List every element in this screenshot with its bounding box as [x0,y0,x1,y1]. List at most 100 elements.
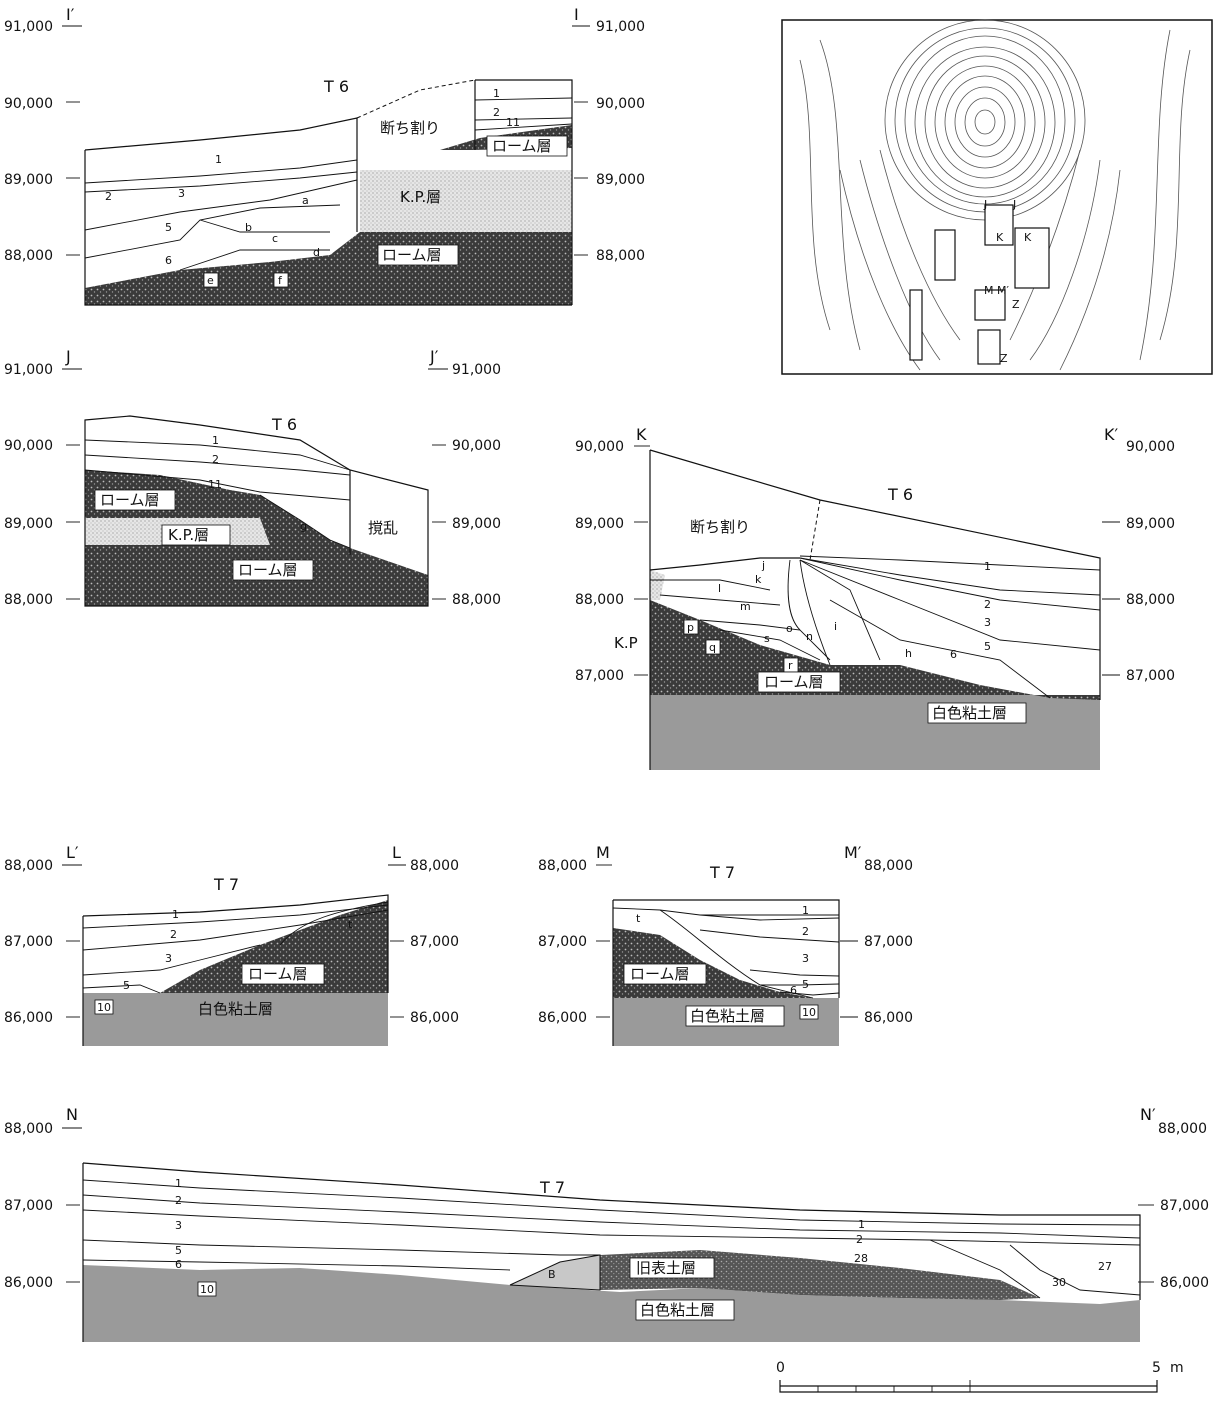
section-letter: N′ [1140,1105,1156,1124]
layer-label: r [788,659,793,672]
elev-label: 88,000 [4,248,53,264]
layer-label: m [740,600,751,613]
elev-label: 91,000 [596,19,645,35]
elev-label: 91,000 [4,19,53,35]
elev-label: 87,000 [538,934,587,950]
scale-end: 5 [1152,1360,1161,1376]
section-k: 90,000 89,000 88,000 87,000 90,000 89,00… [575,425,1175,770]
layer-label: 2 [212,453,219,466]
elev-label: 87,000 [1126,668,1175,684]
layer-label: 10 [97,1001,111,1014]
layer-label: 6 [165,254,172,267]
layer-label: 1 [172,908,179,921]
trench-label: T 6 [271,415,297,434]
section-letter: N [66,1105,78,1124]
elev-label: 91,000 [452,362,501,378]
stratum-label: K.P [614,634,638,652]
elev-label: 86,000 [4,1010,53,1026]
elev-label: 88,000 [1126,592,1175,608]
layer-label: t [348,918,353,931]
section-letter: K [636,425,647,444]
layer-label: 5 [984,640,991,653]
layer-label: 1 [175,1177,182,1190]
elev-label: 91,000 [4,362,53,378]
stratum-label: ローム層 [100,491,160,509]
layer-label: 1 [858,1218,865,1231]
layer-label: 5 [165,221,172,234]
elev-label: 88,000 [538,858,587,874]
stratum-label: 旧表土層 [636,1259,696,1277]
layer-label: 2 [802,925,809,938]
map-label: M [984,284,994,297]
section-letter: J [65,347,71,366]
layer-label: d [313,246,320,259]
layer-label: 1 [493,87,500,100]
layer-label: s [764,632,770,645]
layer-label: 1 [215,153,222,166]
elev-label: 86,000 [410,1010,459,1026]
elev-label: 86,000 [4,1275,53,1291]
section-letter: L′ [66,843,79,862]
layer-label: h [905,647,912,660]
section-j: 91,000 90,000 89,000 88,000 91,000 90,00… [4,347,501,608]
section-i: 91,000 90,000 89,000 88,000 91,000 90,00… [4,5,645,306]
section-n: 88,000 87,000 86,000 88,000 87,000 86,00… [4,1105,1209,1342]
elev-label: 89,000 [452,516,501,532]
elev-label: 86,000 [864,1010,913,1026]
elev-label: 88,000 [596,248,645,264]
layer-label: 6 [175,1258,182,1271]
trench-label: T 6 [323,77,349,96]
layer-label: 3 [984,616,991,629]
stratum-label: ローム層 [630,965,690,983]
layer-label: 3 [165,952,172,965]
elev-label: 86,000 [538,1010,587,1026]
stratum-label: 白色粘土層 [198,1000,273,1018]
layer-label: 3 [175,1219,182,1232]
map-label: K [996,231,1004,244]
map-label: M′ [997,284,1009,297]
stratum-label: 断ち割り [380,119,440,137]
map-label: J [983,198,987,211]
elev-label: 86,000 [1160,1275,1209,1291]
elev-label: 88,000 [575,592,624,608]
elev-label: 89,000 [575,516,624,532]
layer-label: 3 [802,952,809,965]
layer-label: 30 [1052,1276,1066,1289]
layer-label: q [709,641,716,654]
layer-label: a [302,194,309,207]
layer-label: 1 [212,434,219,447]
layer-label: n [806,630,813,643]
layer-label: 11 [208,478,222,491]
trench-label: T 6 [887,485,913,504]
layer-label: 10 [802,1006,816,1019]
section-letter: J′ [429,347,439,366]
stratum-label: ローム層 [764,673,824,691]
layer-label: g [300,520,307,533]
stratum-label: ローム層 [382,246,442,264]
stratum-label: ローム層 [248,965,308,983]
section-letter: I′ [66,5,75,24]
elev-label: 88,000 [4,592,53,608]
layer-label: 2 [170,928,177,941]
elev-label: 87,000 [4,934,53,950]
layer-label: 28 [854,1252,868,1265]
layer-label: o [786,622,793,635]
layer-label: 2 [984,598,991,611]
elev-label: 87,000 [575,668,624,684]
elev-label: 90,000 [1126,439,1175,455]
layer-label: i [834,620,837,633]
layer-label: b [245,221,252,234]
stratum-label: ローム層 [492,137,552,155]
stratum-label: K.P.層 [400,188,441,206]
layer-label: 6 [950,648,957,661]
layer-label: t [636,912,641,925]
layer-label: 3 [178,187,185,200]
elev-label: 88,000 [864,858,913,874]
scale-unit: m [1170,1360,1184,1376]
map-label: J [1012,198,1016,211]
elev-label: 88,000 [410,858,459,874]
layer-label: 5 [802,978,809,991]
layer-label: c [272,232,278,245]
section-letter: M [596,843,610,862]
